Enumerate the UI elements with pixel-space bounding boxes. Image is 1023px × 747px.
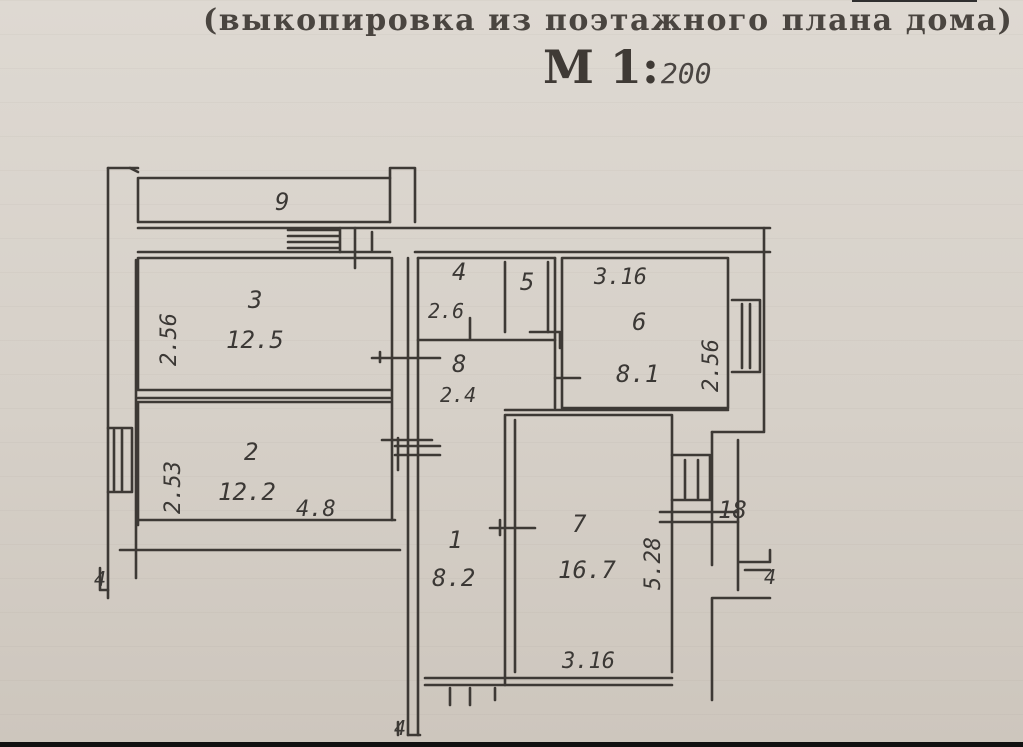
room-1-number: 1 bbox=[448, 526, 462, 554]
room-6-top-dim: 3.16 bbox=[593, 265, 647, 290]
room-7-number: 7 bbox=[572, 510, 587, 538]
room-3-area: 12.5 bbox=[226, 326, 284, 354]
wall-right-upper bbox=[710, 226, 766, 434]
plan-subtitle: (выкопировка из поэтажного плана дома) bbox=[203, 3, 1014, 38]
room-2-area: 12.2 bbox=[218, 478, 276, 506]
door-ticks bbox=[370, 330, 582, 707]
room-1-area: 8.2 bbox=[432, 564, 475, 592]
wall-right-lower bbox=[710, 430, 772, 702]
wall-stair-column bbox=[388, 166, 417, 224]
scale-label: М 1: bbox=[543, 40, 659, 94]
wall-outer-left bbox=[106, 166, 140, 600]
marker-left: 4 bbox=[94, 567, 106, 591]
bottom-edge bbox=[0, 742, 1023, 747]
room-7-area: 16.7 bbox=[558, 556, 616, 584]
wall-top bbox=[136, 226, 772, 254]
door-top-9 bbox=[286, 226, 374, 270]
marker-right: 4 bbox=[764, 565, 776, 589]
room-3-height-dim: 2.56 bbox=[157, 313, 182, 366]
room-9-number: 9 bbox=[275, 188, 289, 216]
room-3-walls bbox=[136, 256, 392, 400]
marker-left-line bbox=[98, 566, 110, 592]
room-4-number: 4 bbox=[452, 258, 466, 286]
room-2-window bbox=[106, 426, 134, 494]
scale-value: 200 bbox=[660, 57, 712, 90]
room-2-length-dim: 4.8 bbox=[296, 497, 336, 522]
room-8-area: 2.4 bbox=[440, 383, 476, 407]
room-2-number: 2 bbox=[244, 438, 258, 466]
room-5-number: 5 bbox=[520, 268, 534, 296]
room-6-height-dim: 2.56 bbox=[699, 339, 724, 392]
room-7-walls bbox=[503, 408, 730, 687]
room-4-area: 2.6 bbox=[428, 299, 464, 323]
marker-bottom: 4 bbox=[394, 716, 406, 740]
corridor-wall-left bbox=[390, 256, 410, 737]
entrance-stair bbox=[658, 453, 740, 524]
balcony-9 bbox=[136, 176, 392, 224]
room-2-height-dim: 2.53 bbox=[161, 461, 186, 514]
room-6-window bbox=[730, 298, 762, 374]
room-6-number: 6 bbox=[632, 308, 646, 336]
room-8-number: 8 bbox=[452, 350, 466, 378]
room-7-bottom bbox=[423, 676, 674, 687]
plan-scale: М 1:200 bbox=[543, 40, 712, 94]
room-6-area: 8.1 bbox=[616, 360, 659, 388]
room-18-number: 18 bbox=[718, 496, 747, 524]
room-7-bottom-dim: 3.16 bbox=[561, 649, 615, 674]
room-4-5-walls bbox=[416, 256, 557, 342]
room-2-walls bbox=[118, 400, 402, 552]
room-7-height-dim: 5.28 bbox=[641, 537, 666, 590]
room-3-number: 3 bbox=[247, 286, 262, 314]
header-rule bbox=[852, 0, 977, 2]
